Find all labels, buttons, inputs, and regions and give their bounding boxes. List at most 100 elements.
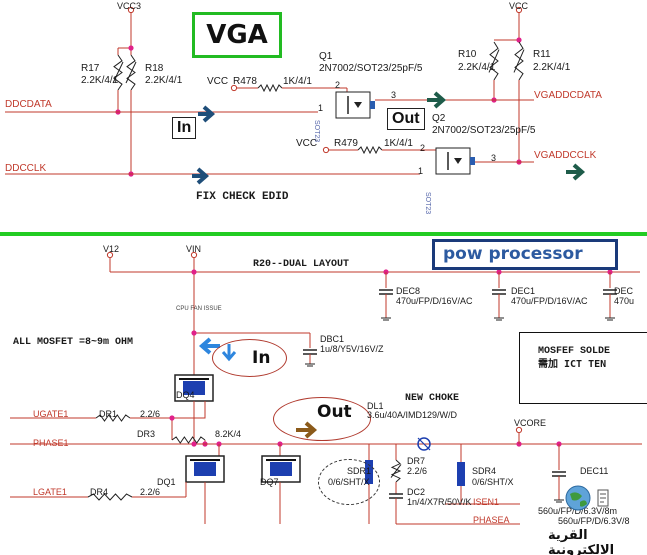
- watermark-globe-logo: [565, 485, 609, 511]
- dq7-ref: DQ7: [260, 477, 279, 487]
- vga-in-arrow: [198, 105, 216, 123]
- dl1-choke-symbol: [417, 437, 431, 451]
- r478-vcc: VCC: [207, 76, 229, 87]
- q2-part: 2N7002/SOT23/25pF/5: [432, 125, 536, 136]
- dq1-mosfet-body: [194, 462, 216, 476]
- phase1-net: PHASE1: [33, 438, 69, 448]
- vgaddcclk-net: VGADDCCLK: [534, 150, 597, 161]
- dq7-mosfet-body: [270, 462, 292, 476]
- q1-mosfet: [335, 91, 371, 119]
- sdr1-dashed-oval: [318, 459, 380, 505]
- vgaddcdata-net: VGADDCDATA: [534, 90, 602, 101]
- sdr1-value: 0/6/SHT/X: [328, 477, 370, 487]
- ddcclk-net: DDCCLK: [5, 163, 47, 174]
- dr4-value: 2.2/6: [140, 487, 161, 497]
- all-mosfet-note: ALL MOSFET =8~9m OHM: [13, 337, 134, 348]
- dr3-resistor: [171, 436, 206, 444]
- dc2-value: 1n/4/X7R/50V/K: [407, 497, 472, 507]
- dec8-value: 470u/FP/D/16V/AC: [396, 296, 473, 306]
- dr1-resistor: [95, 414, 131, 422]
- r17-value: 2.2K/4/1: [81, 75, 119, 86]
- junction-dot: [169, 415, 175, 421]
- r17-ref: R17: [81, 63, 100, 74]
- q2-mosfet: [435, 147, 471, 175]
- dbc1-ref: DBC1: [320, 334, 345, 344]
- open-terminal: [190, 251, 198, 259]
- q2-mosfet-tab: [470, 157, 475, 165]
- ddcclk-in-arrow: [192, 167, 210, 185]
- vcc-top-label: VCC: [509, 1, 529, 11]
- pow-out-oval: [273, 397, 371, 441]
- r479-value: 1K/4/1: [384, 138, 413, 149]
- dr3-value: 8.2K/4: [215, 429, 242, 439]
- ugate1-net: UGATE1: [33, 409, 69, 419]
- pow-in-arrow: [198, 337, 220, 355]
- r10-resistor: [489, 41, 499, 81]
- watermark-text: القرية الالكترونية: [548, 528, 615, 555]
- dq1-ref: DQ1: [157, 477, 176, 487]
- vcore-label: VCORE: [514, 418, 547, 428]
- new-choke-note: NEW CHOKE: [405, 393, 460, 404]
- q1-mosfet-diode: [354, 102, 362, 108]
- r11-value: 2.2K/4/1: [533, 62, 571, 73]
- r18-value: 2.2K/4/1: [145, 75, 183, 86]
- r17-resistor: [113, 54, 123, 91]
- r10-value: 2.2K/4/1: [458, 62, 496, 73]
- q1-pin1: 1: [318, 103, 324, 113]
- lgate1-net: LGATE1: [33, 487, 67, 497]
- dq4-mosfet-body: [183, 381, 205, 395]
- r18-ref: R18: [145, 63, 164, 74]
- q1-ref: Q1: [319, 51, 333, 62]
- r11-resistor-arrow: [513, 49, 525, 73]
- r479-ref: R479: [334, 138, 358, 149]
- r18-resistor-arrow: [125, 61, 137, 84]
- r10-ref: R10: [458, 49, 477, 60]
- isen1-net: ISEN1: [473, 497, 500, 507]
- open-terminal: [322, 146, 330, 154]
- dbc1-value: 1u/8/Y5V/16V/Z: [320, 344, 384, 354]
- mosfet-note-line1: MOSFEF SOLDE: [538, 346, 611, 357]
- dl1-value: 3.6u/40A/IMD129/W/D: [367, 410, 458, 420]
- dec8-ref: DEC8: [396, 286, 421, 296]
- cpu-fan-issue-note: CPU FAN ISSUE: [176, 306, 222, 312]
- dl1-choke-cross: [417, 437, 431, 451]
- q1-package-label: SOT23: [313, 120, 320, 143]
- open-terminal: [230, 84, 238, 92]
- q1-part: 2N7002/SOT23/25pF/5: [319, 63, 423, 74]
- fix-check-edid-note: FIX CHECK EDID: [196, 191, 289, 203]
- junction-dot: [516, 37, 522, 43]
- dl1-ref: DL1: [367, 401, 384, 411]
- q1-pin3: 3: [391, 90, 397, 100]
- dr7-resistor: [390, 459, 402, 483]
- r11-ref: R11: [533, 49, 551, 60]
- vgaddcdata-out-arrow: [427, 91, 447, 109]
- junction-dot: [191, 269, 197, 275]
- r17-resistor-arrow: [112, 61, 124, 84]
- vga-out-tag: Out: [387, 108, 425, 130]
- dec1-ref: DEC1: [511, 286, 536, 296]
- q2-ref: Q2: [432, 113, 446, 124]
- dr4-resistor: [87, 493, 133, 501]
- sdr4-value: 0/6/SHT/X: [472, 477, 514, 487]
- q2-pin3: 3: [491, 153, 497, 163]
- q1-pin2: 2: [335, 80, 341, 90]
- q2-pin1: 1: [418, 166, 424, 176]
- r478-ref: R478: [233, 76, 257, 87]
- vga-title: VGA: [192, 12, 282, 58]
- r479-resistor: [357, 145, 383, 155]
- dr7-value: 2.2/6: [407, 466, 428, 476]
- dr7-ref: DR7: [407, 456, 426, 466]
- pow-in-tag: In: [252, 348, 271, 368]
- ddcdata-net: DDCDATA: [5, 99, 52, 110]
- r11-resistor: [514, 41, 524, 81]
- pow-processor-title: pow processor: [432, 239, 618, 270]
- dq4-gate-link: [172, 401, 206, 419]
- q2-mosfet-diode: [454, 158, 462, 164]
- pow-out-tag: Out: [317, 402, 352, 422]
- dec-right-ref: DEC: [614, 286, 634, 296]
- section-divider-bar: [0, 232, 647, 236]
- dr1-ref: DR1: [99, 409, 118, 419]
- vin-label: VIN: [186, 244, 202, 254]
- sdr4-ref: SDR4: [472, 466, 497, 476]
